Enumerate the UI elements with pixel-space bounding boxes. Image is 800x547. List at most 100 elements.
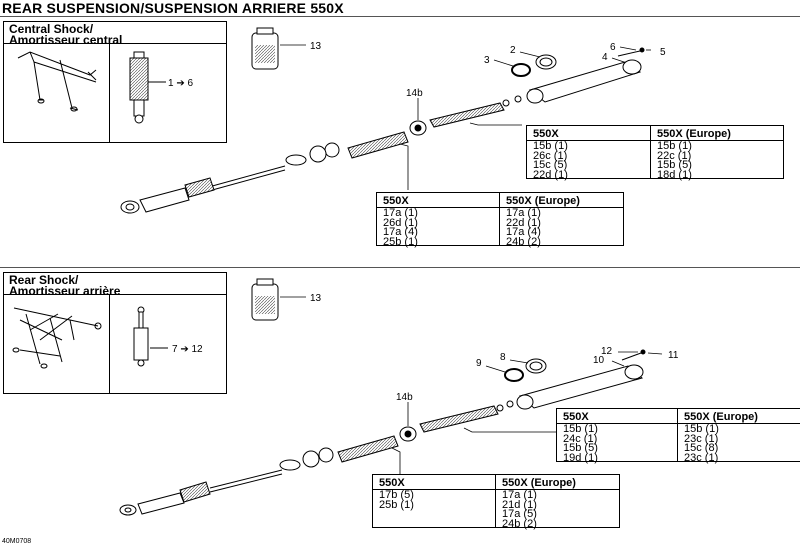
rear-table-a-col1-rows: 15b (1) 24c (1) 15b (5) 19d (1) <box>563 423 598 464</box>
rear-table-b-col2-rows: 17a (1) 21d (1) 17a (5) 24b (2) <box>502 489 537 530</box>
table-row: 23c (1) <box>684 451 719 464</box>
rear-parts-table-a: 550X 15b (1) 24c (1) 15b (5) 19d (1) 550… <box>556 408 800 464</box>
rear-shock-header-line2: Amortisseur arrière <box>9 284 121 298</box>
rear-shock-assembly <box>119 349 646 516</box>
table-row: 15c (5) <box>533 159 568 171</box>
central-frame-sketch <box>17 51 97 112</box>
table-row: 22d (1) <box>506 216 541 229</box>
title-rule <box>0 16 800 17</box>
central-range-label: 1 ➔ 6 <box>168 78 193 89</box>
central-shock-assembly <box>120 47 645 214</box>
table-row: 24b (2) <box>502 517 537 530</box>
rear-table-b-col-europe: 550X (Europe) 17a (1) 21d (1) 17a (5) 24… <box>495 475 619 530</box>
table-row: 24c (1) <box>563 432 598 445</box>
table-row: 19d (1) <box>563 451 598 464</box>
table-row: 17a (1) <box>506 207 541 219</box>
rear-callout-8: 8 <box>500 352 506 363</box>
central-callout-6: 6 <box>610 42 616 53</box>
rear-table-a-col2-rows: 15b (1) 23c (1) 15c (8) 23c (1) <box>684 423 719 464</box>
central-callout-14b: 14b <box>406 88 423 99</box>
rear-table-b-col1-rows: 17b (5) 25b (1) <box>379 489 414 510</box>
table-row: 17a (1) <box>383 207 418 219</box>
rear-table-a-col-europe: 550X (Europe) 15b (1) 23c (1) 15c (8) 23… <box>677 409 800 464</box>
rear-table-b-col-550x: 550X 17b (5) 25b (1) <box>373 475 495 527</box>
table-row: 17a (4) <box>383 226 418 238</box>
rear-table-a-col1-header: 550X <box>563 411 589 423</box>
central-shock-icon <box>129 51 149 124</box>
central-oil-bottle-icon <box>251 27 279 70</box>
table-row: 15b (1) <box>684 423 719 435</box>
central-table-b-col-europe: 550X (Europe) 17a (1) 22d (1) 17a (4) 24… <box>499 193 623 248</box>
rear-shock-header: Rear Shock/ Amortisseur arrière <box>4 273 226 298</box>
central-oil-label: 13 <box>310 41 322 52</box>
table-row: 22d (1) <box>533 168 568 181</box>
rear-oil-bottle-icon <box>251 278 279 321</box>
rear-frame-sketch <box>12 307 102 369</box>
central-table-a-col2-rows: 15b (1) 22c (1) 15b (5) 18d (1) <box>657 140 692 181</box>
central-table-a-col-europe: 550X (Europe) 15b (1) 22c (1) 15b (5) 18… <box>650 126 783 181</box>
table-row: 18d (1) <box>657 168 692 181</box>
rear-callout-10: 10 <box>593 355 605 366</box>
central-shock-header-line2: Amortisseur central <box>9 33 123 47</box>
rear-table-b-col2-header: 550X (Europe) <box>502 477 576 489</box>
rear-callout-leaders <box>391 351 663 474</box>
central-shock-inset: Central Shock/ Amortisseur central <box>3 21 227 143</box>
central-table-b-col-550x: 550X 17a (1) 26d (1) 17a (4) 25b (1) <box>377 193 499 248</box>
rear-shock-icon <box>133 306 149 367</box>
central-table-a-col-550x: 550X 15b (1) 26c (1) 15c (5) 22d (1) <box>527 126 650 181</box>
central-shock-header: Central Shock/ Amortisseur central <box>4 22 226 47</box>
rear-oil-label: 13 <box>310 293 322 304</box>
table-row: 15b (5) <box>657 159 692 171</box>
central-table-b-col2-header: 550X (Europe) <box>506 195 580 207</box>
table-row: 15b (1) <box>563 423 598 435</box>
table-row: 23c (1) <box>684 432 719 445</box>
central-table-b-col2-rows: 17a (1) 22d (1) 17a (4) 24b (2) <box>506 207 541 248</box>
central-table-b-col1-rows: 17a (1) 26d (1) 17a (4) 25b (1) <box>383 207 418 248</box>
rear-table-a-header-rule <box>557 423 800 424</box>
rear-table-a-col-550x: 550X 15b (1) 24c (1) 15b (5) 19d (1) <box>557 409 677 464</box>
rear-table-a-col2-header: 550X (Europe) <box>684 411 758 423</box>
table-row: 26d (1) <box>383 216 418 229</box>
central-callout-leaders <box>399 46 651 190</box>
rear-range-label: 7 ➔ 12 <box>172 344 203 355</box>
central-callout-3: 3 <box>484 55 490 66</box>
table-row: 26c (1) <box>533 149 568 162</box>
rear-callout-14b: 14b <box>396 392 413 403</box>
table-row: 17a (5) <box>502 508 537 520</box>
table-row: 17a (1) <box>502 489 537 501</box>
central-callout-4: 4 <box>602 52 608 63</box>
central-parts-table-b: 550X 17a (1) 26d (1) 17a (4) 25b (1) 550… <box>376 192 624 248</box>
central-table-a-header-rule <box>527 140 783 141</box>
table-row: 22c (1) <box>657 149 692 162</box>
rear-callout-11: 11 <box>668 350 679 361</box>
central-parts-table-a: 550X 15b (1) 26c (1) 15c (5) 22d (1) 550… <box>526 125 784 181</box>
table-row: 15c (8) <box>684 442 719 454</box>
rear-shock-inset: Rear Shock/ Amortisseur arrière <box>3 272 227 394</box>
rear-callout-12: 12 <box>601 346 613 357</box>
table-row: 25b (1) <box>383 235 418 248</box>
table-row: 24b (2) <box>506 235 541 248</box>
section-divider <box>0 267 800 268</box>
table-row: 17a (4) <box>506 226 541 238</box>
table-row: 15b (5) <box>563 442 598 454</box>
central-shock-header-line1: Central Shock/ <box>9 22 94 36</box>
table-row: 21d (1) <box>502 498 537 511</box>
table-row: 15b (1) <box>533 140 568 152</box>
diagram-code: 40M0708 <box>2 538 32 545</box>
central-table-a-col2-header: 550X (Europe) <box>657 128 731 140</box>
rear-callout-9: 9 <box>476 358 482 369</box>
rear-shock-header-line1: Rear Shock/ <box>9 273 79 287</box>
central-table-a-col1-header: 550X <box>533 128 559 140</box>
rear-table-b-header-rule <box>373 489 619 490</box>
central-callout-2: 2 <box>510 45 516 56</box>
table-row: 15b (1) <box>657 140 692 152</box>
rear-inset-divider <box>109 295 110 393</box>
rear-table-b-col1-header: 550X <box>379 477 405 489</box>
central-table-a-col1-rows: 15b (1) 26c (1) 15c (5) 22d (1) <box>533 140 568 181</box>
central-table-b-header-rule <box>377 207 623 208</box>
rear-parts-table-b: 550X 17b (5) 25b (1) 550X (Europe) 17a (… <box>372 474 620 530</box>
central-table-b-col1-header: 550X <box>383 195 409 207</box>
table-row: 17b (5) <box>379 489 414 501</box>
central-callout-5: 5 <box>660 47 666 58</box>
